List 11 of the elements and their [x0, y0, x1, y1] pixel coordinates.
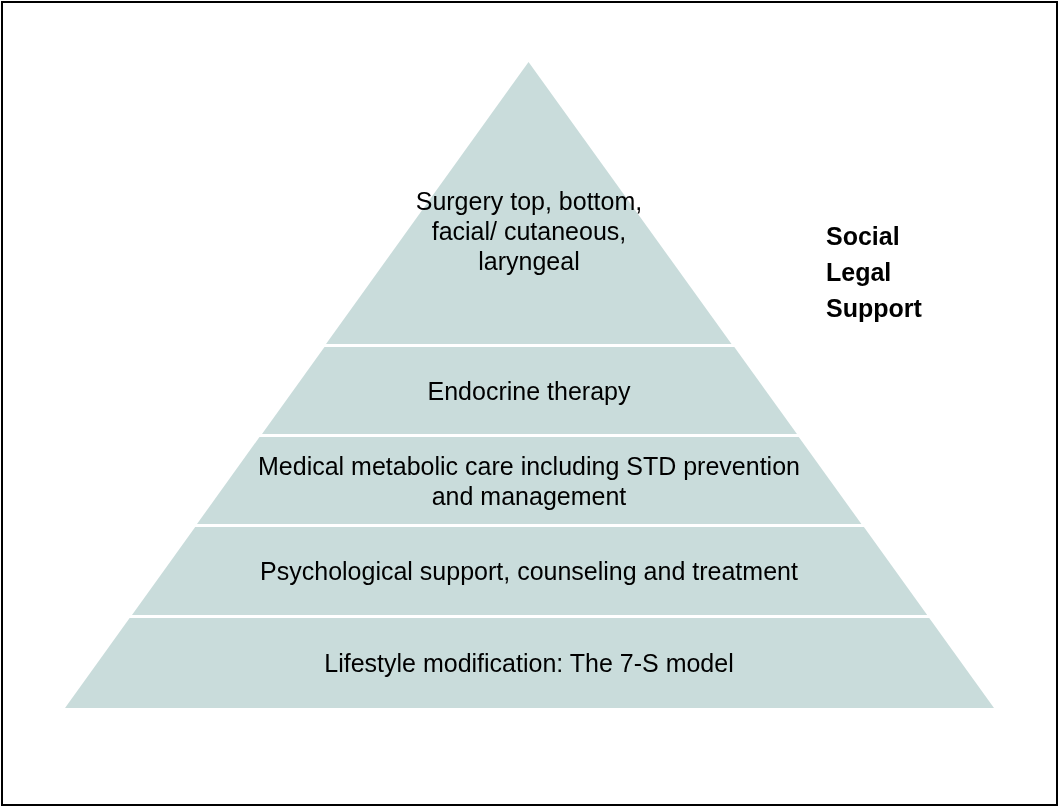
pyramid-tier — [131, 527, 928, 615]
tier-text: Endocrine therapy — [426, 375, 632, 406]
pyramid-apex — [326, 62, 732, 344]
pyramid-tier — [197, 437, 862, 524]
pyramid-tier — [261, 347, 797, 434]
tier-text: Surgery top, bottom, facial/ cutaneous, laryngeal — [414, 186, 644, 276]
tier-text: Medical metabolic care including STD prevention and management — [257, 450, 801, 511]
side-note: Social Legal Support — [826, 221, 923, 324]
tier-text: Lifestyle modification: The 7-S model — [323, 648, 735, 678]
pyramid-tier — [65, 618, 994, 708]
tier-text: Psychological support, counseling and treatment — [259, 556, 799, 586]
